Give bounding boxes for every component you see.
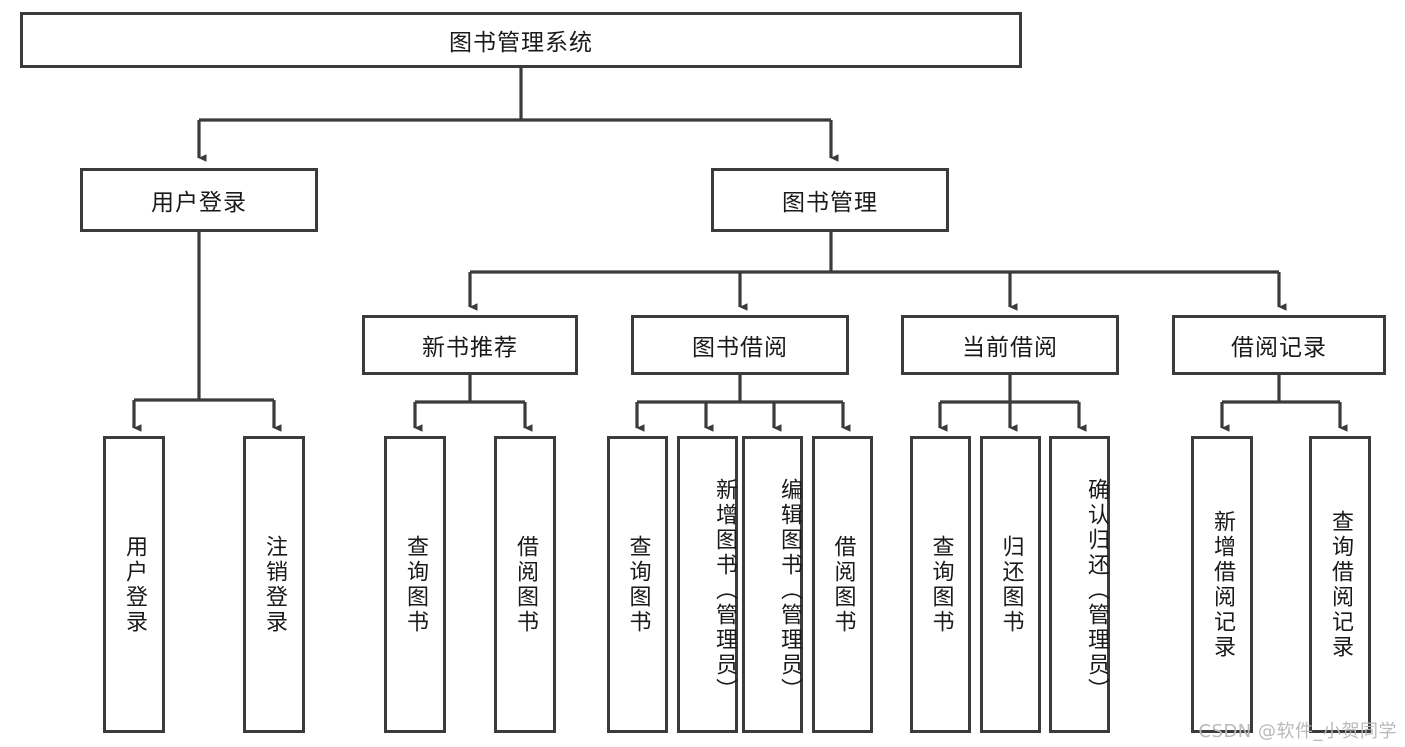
node-borrow-record[interactable]: 借阅记录 [1172,315,1386,375]
node-book-management[interactable]: 图书管理 [711,168,949,232]
leaf-new-book-query-book[interactable]: 查询图书 [384,436,446,733]
leaf-current-borrow-return-book[interactable]: 归还图书 [980,436,1041,733]
leaf-book-borrow-edit-book-admin[interactable]: 编辑图书（管理员） [742,436,803,733]
node-current-borrow[interactable]: 当前借阅 [901,315,1119,375]
leaf-book-borrow-borrow-book[interactable]: 借阅图书 [812,436,873,733]
leaf-current-borrow-query-book[interactable]: 查询图书 [910,436,971,733]
leaf-current-borrow-confirm-return-admin[interactable]: 确认归还（管理员） [1049,436,1110,733]
leaf-book-borrow-query-book[interactable]: 查询图书 [607,436,668,733]
node-new-book-recommend[interactable]: 新书推荐 [362,315,578,375]
watermark-text: CSDN @软件_小贺同学 [1198,721,1397,742]
node-root-book-management-system[interactable]: 图书管理系统 [20,12,1022,68]
node-book-borrow[interactable]: 图书借阅 [631,315,849,375]
leaf-borrow-record-add-record[interactable]: 新增借阅记录 [1191,436,1253,733]
leaf-book-borrow-add-book-admin[interactable]: 新增图书（管理员） [677,436,738,733]
leaf-borrow-record-query-record[interactable]: 查询借阅记录 [1309,436,1371,733]
node-user-login[interactable]: 用户登录 [80,168,318,232]
leaf-new-book-borrow-book[interactable]: 借阅图书 [494,436,556,733]
leaf-user-login-logout[interactable]: 注销登录 [243,436,305,733]
leaf-user-login-login[interactable]: 用户登录 [103,436,165,733]
